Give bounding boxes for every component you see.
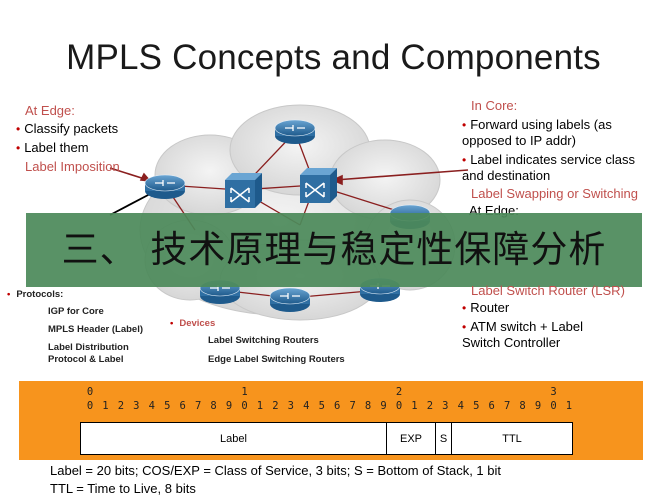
lsr-bullet: •Router: [462, 300, 510, 315]
atm-switch-icon: [300, 168, 337, 203]
exp-field: EXP: [386, 422, 436, 455]
bit-number: 3: [442, 400, 449, 412]
bit-number: 7: [194, 400, 202, 412]
bit-number: 1: [411, 400, 418, 412]
callout-arrows: [109, 167, 469, 186]
core-bullet: •Forward using labels (as opposed to IP …: [462, 117, 612, 148]
bit-number: 9: [534, 400, 542, 412]
lsr-heading: Label Switch Router (LSR): [471, 283, 625, 298]
bit-tens-row: 0 1 2 3: [0, 386, 667, 400]
s-field: S: [435, 422, 452, 455]
bit-tens-number: 3: [550, 386, 557, 398]
bit-number: 0: [550, 400, 557, 412]
bit-number: 6: [179, 400, 186, 412]
banner-background: [26, 213, 642, 287]
edge-left-bullet: •Classify packets: [16, 121, 119, 136]
atm-switch-icon: [225, 173, 262, 208]
edge-arrow-left: [109, 193, 151, 216]
device-item: Label Switching Routers: [208, 335, 319, 346]
bit-number: 8: [364, 400, 372, 412]
bit-number: 2: [117, 400, 125, 412]
devices-heading: •Devices: [170, 318, 216, 329]
ttl-field: TTL: [451, 422, 573, 455]
bit-number: 2: [272, 400, 279, 412]
lsr-bullet: •ATM switch + Label Switch Controller: [462, 319, 584, 350]
bit-number: 9: [225, 400, 233, 412]
edge-left-sub: Label Imposition: [25, 159, 120, 174]
edge-left-bullet: •Label them: [16, 140, 89, 155]
page-title: MPLS Concepts and Components: [66, 38, 601, 77]
label-field: Label: [80, 422, 387, 455]
bit-number: 0: [395, 400, 403, 412]
bit-tens-number: 1: [241, 386, 248, 398]
protocol-item: Label Distribution Protocol & Label: [48, 342, 129, 365]
bit-number: 1: [256, 400, 264, 412]
bit-number: 9: [380, 400, 387, 412]
bit-tens-number: 0: [86, 386, 94, 398]
bit-number: 8: [519, 400, 526, 412]
caption-line: Label = 20 bits; COS/EXP = Class of Serv…: [50, 463, 502, 478]
bit-number: 0: [241, 400, 248, 412]
bit-number: 7: [503, 400, 511, 412]
bit-number: 1: [565, 400, 573, 412]
router-icon: [144, 174, 186, 199]
router-icon: [274, 119, 316, 144]
router-icon: [269, 287, 311, 312]
core-sub: Label Swapping or Switching: [471, 186, 638, 201]
protocol-item: MPLS Header (Label): [48, 324, 144, 335]
caption-line: TTL = Time to Live, 8 bits: [50, 481, 196, 496]
edge-left-heading: At Edge:: [25, 103, 75, 118]
bit-number: 5: [473, 400, 480, 412]
bit-number: 6: [334, 400, 341, 412]
bit-number: 6: [488, 400, 495, 412]
core-bullet: •Label indicates service class and desti…: [462, 152, 635, 183]
bit-number: 4: [148, 400, 155, 412]
device-item: Edge Label Switching Routers: [208, 354, 345, 365]
bit-tens-number: 2: [395, 386, 403, 398]
bit-number: 5: [164, 400, 171, 412]
bit-number: 4: [303, 400, 310, 412]
protocol-item: IGP for Core: [48, 306, 104, 317]
bit-number: 7: [349, 400, 356, 412]
bit-number: 1: [102, 400, 109, 412]
bit-number: 8: [210, 400, 217, 412]
bit-number: 3: [287, 400, 294, 412]
bit-number: 5: [318, 400, 325, 412]
banner-title: 三、 技术原理与稳定性保障分析: [61, 228, 607, 271]
core-heading: In Core:: [471, 98, 518, 113]
bit-number: 3: [133, 400, 140, 412]
bit-number: 2: [426, 400, 434, 412]
bit-number: 4: [457, 400, 464, 412]
protocols-heading: •Protocols:: [7, 289, 64, 300]
bit-number: 0: [86, 400, 94, 412]
